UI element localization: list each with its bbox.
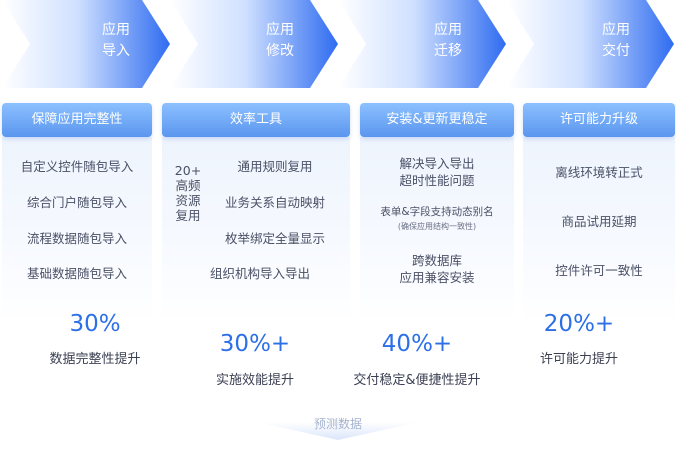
list-item: 商品试用延期 — [561, 214, 637, 229]
stage-label-line2: 迁移 — [434, 43, 462, 59]
list-item: 离线环境转正式 — [555, 165, 643, 180]
stat-label: 实施效能提升 — [215, 373, 294, 388]
stat-label: 数据完整性提升 — [49, 352, 141, 367]
stat-value: 20%+ — [543, 311, 615, 337]
footer-chevron-icon — [257, 422, 419, 440]
column-2-background — [162, 137, 350, 323]
stat-value: 40%+ — [381, 331, 453, 357]
list-item-note: (确保应用结构一致性) — [397, 222, 477, 231]
stage-arrow-migrate: 应用 迁移 — [338, 0, 506, 88]
column-1-background — [2, 137, 152, 323]
stat-value: 30%+ — [219, 331, 291, 357]
list-item: 综合门户随包导入 — [26, 195, 127, 210]
list-item: 表单&字段支持动态别名 — [380, 206, 494, 218]
list-item: 超时性能问题 — [399, 173, 475, 188]
list-item: 自定义控件随包导入 — [20, 159, 134, 174]
column-4-header: 许可能力升级 — [523, 103, 675, 137]
stat-label: 许可能力提升 — [539, 352, 618, 367]
stat-label: 交付稳定&便捷性提升 — [353, 373, 481, 388]
list-item: 枚举绑定全量显示 — [224, 231, 325, 246]
forecast-data-label: 预测数据 — [313, 417, 362, 431]
list-item: 解决导入导出 — [399, 156, 475, 171]
stage-arrow-import: 应用 导入 — [2, 0, 170, 88]
list-item: 通用规则复用 — [237, 159, 313, 174]
list-item: 业务关系自动映射 — [224, 195, 325, 210]
list-item: 控件许可一致性 — [555, 263, 643, 278]
column-4-background — [523, 137, 675, 323]
column-1-header: 保障应用完整性 — [2, 103, 152, 137]
stage-label-line1: 应用 — [266, 22, 294, 38]
stage-label-line1: 应用 — [434, 22, 462, 38]
list-item: 应用兼容安装 — [399, 270, 475, 285]
stage-arrow-deliver: 应用 交付 — [506, 0, 674, 88]
list-item: 组织机构导入导出 — [209, 266, 310, 281]
column-2-header: 效率工具 — [162, 103, 350, 137]
stage-label-line2: 修改 — [266, 43, 294, 59]
list-item: 跨数据库 — [411, 253, 462, 268]
stage-label-line1: 应用 — [102, 22, 130, 38]
list-item: 基础数据随包导入 — [26, 266, 127, 281]
stage-arrow-modify: 应用 修改 — [170, 0, 338, 88]
stage-label-line1: 应用 — [602, 22, 630, 38]
list-item: 流程数据随包导入 — [26, 231, 127, 246]
stage-label-line2: 导入 — [102, 43, 130, 59]
stage-label-line2: 交付 — [602, 43, 630, 59]
resource-reuse-label: 20+ 高频 资源 复用 — [174, 163, 202, 223]
column-3-background — [360, 137, 514, 323]
column-3-header: 安装&更新更稳定 — [360, 103, 514, 137]
stat-value: 30% — [69, 311, 121, 337]
